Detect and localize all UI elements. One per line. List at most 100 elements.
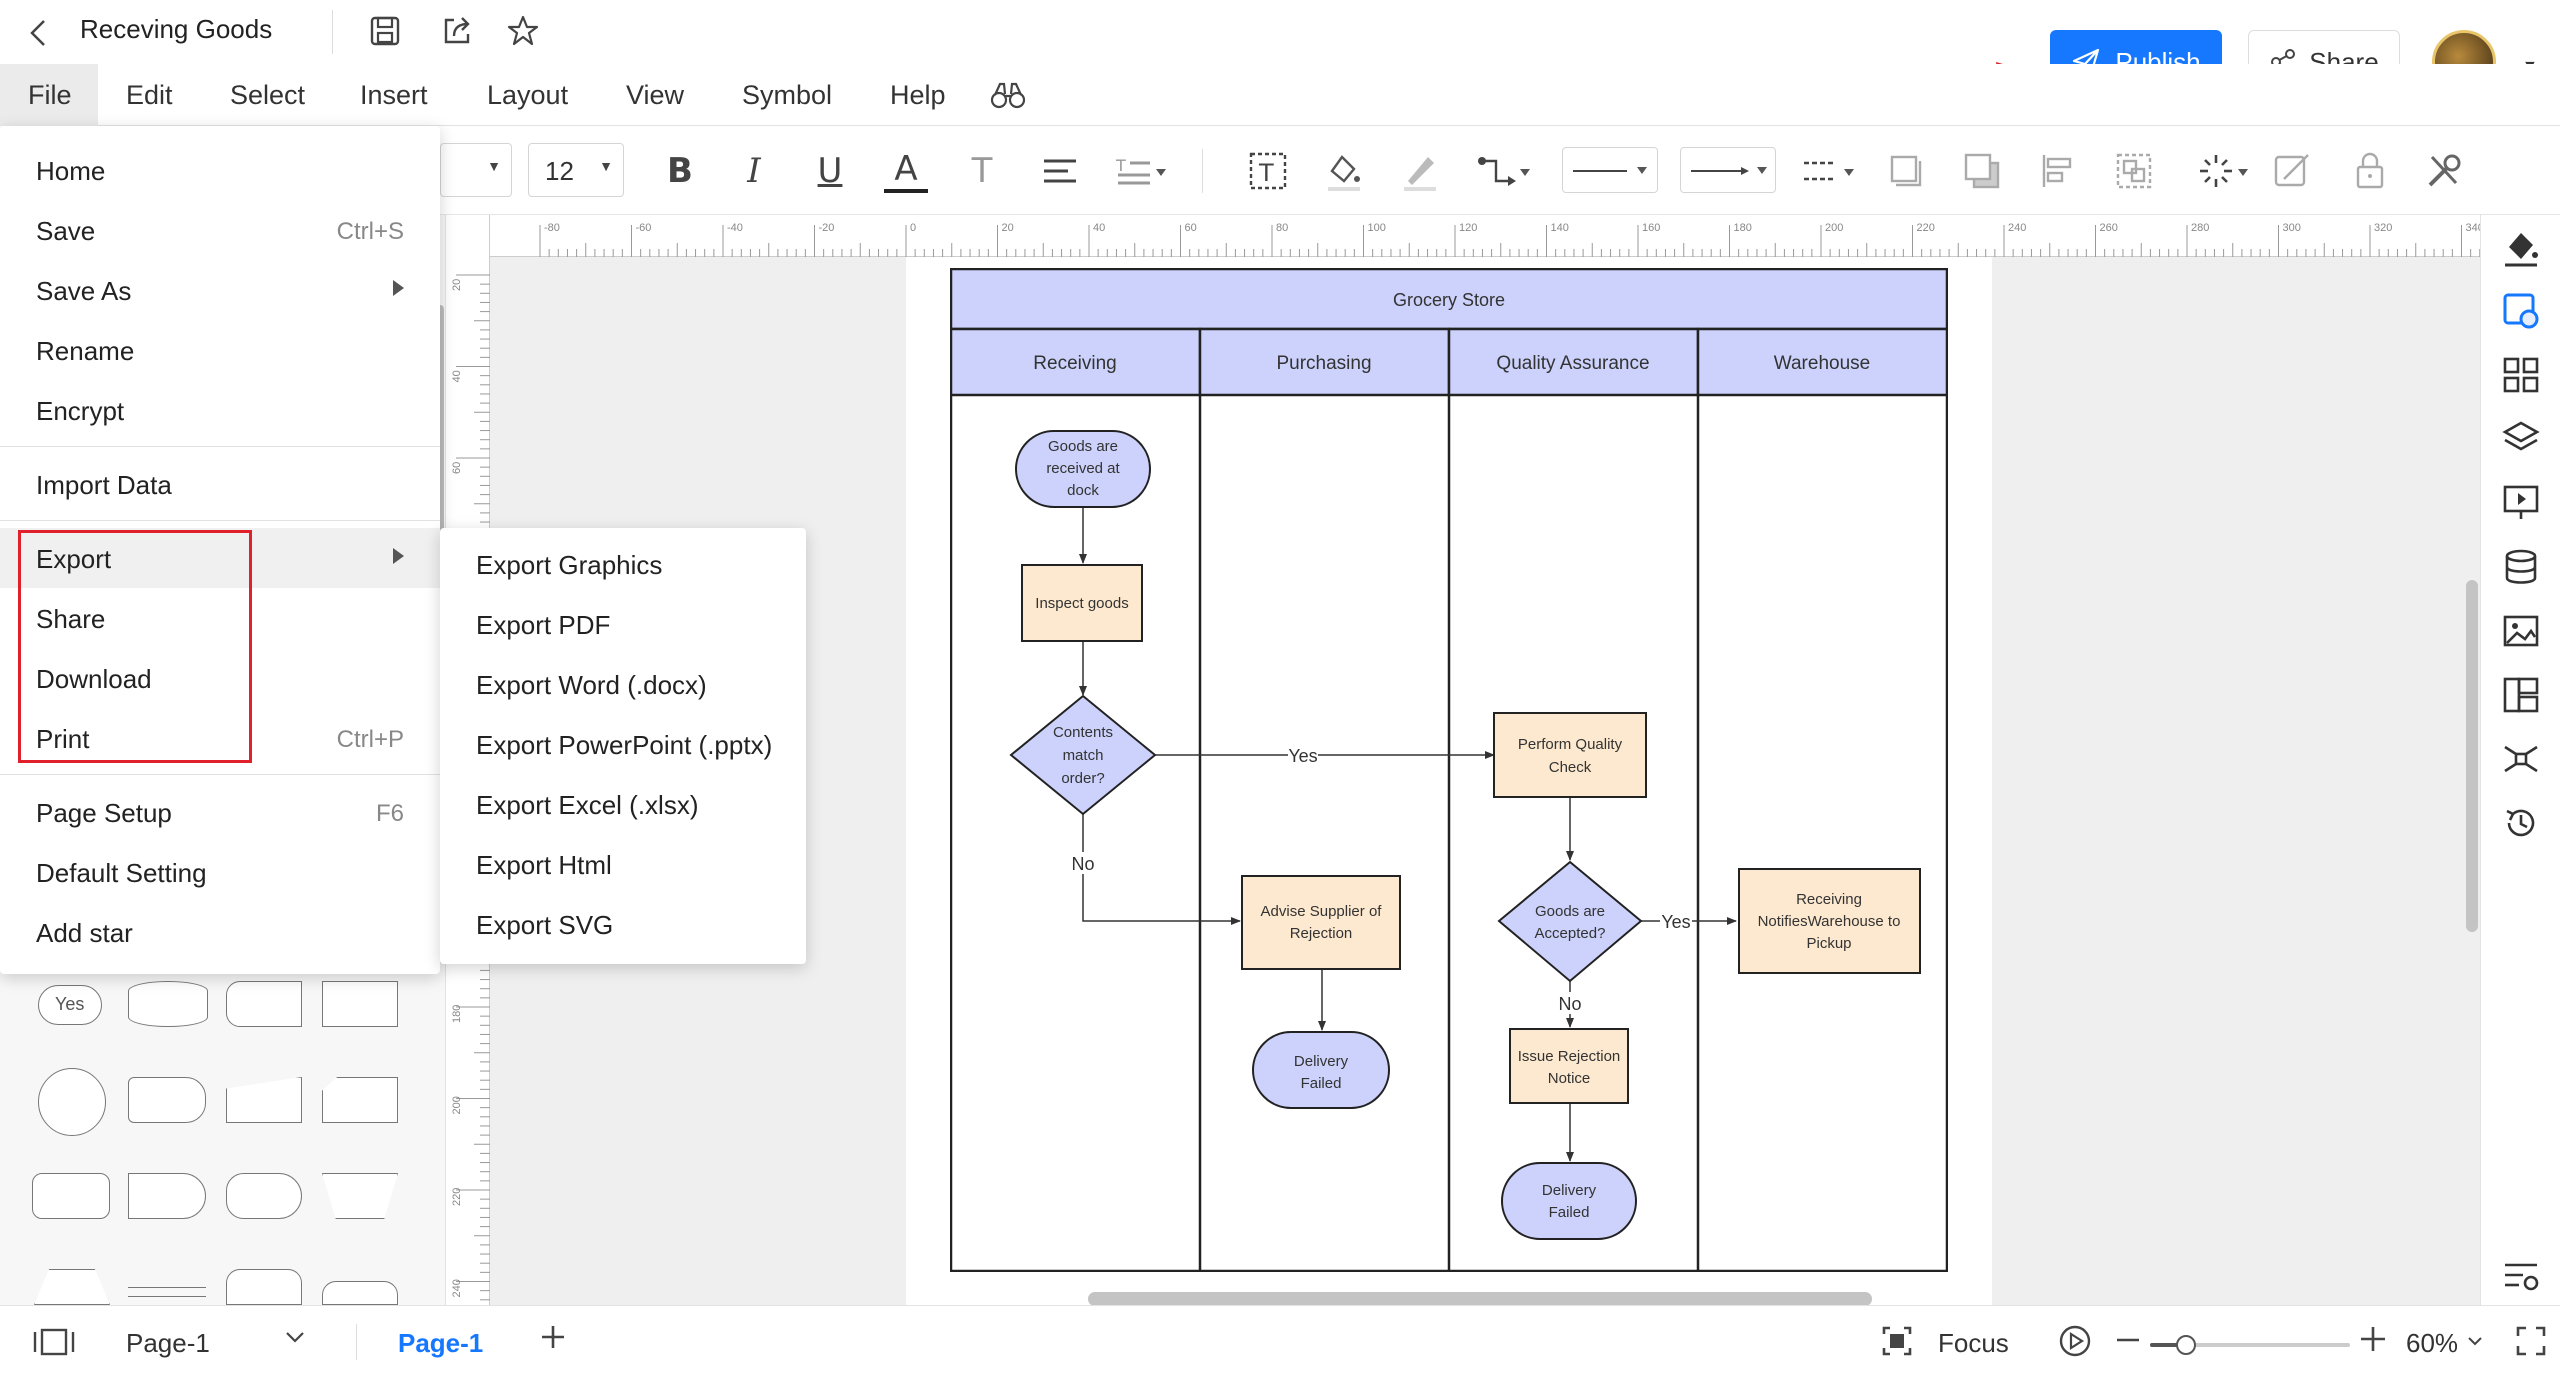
zoom-in-icon[interactable]	[2358, 1324, 2388, 1354]
share-export-icon[interactable]	[440, 14, 474, 48]
shape-manual-input[interactable]	[226, 1077, 302, 1123]
send-back-icon[interactable]	[1960, 149, 2004, 193]
export-powerpoint[interactable]: Export PowerPoint (.pptx)	[440, 714, 806, 774]
node-inspect-goods[interactable]	[1021, 564, 1143, 642]
lane-header-warehouse[interactable]	[1696, 327, 1948, 397]
italic-icon[interactable]: I	[747, 151, 761, 191]
node-receiving-notifies[interactable]	[1738, 868, 1921, 974]
shape-cylinder[interactable]	[128, 981, 208, 1027]
font-size-select[interactable]: 12 ▼	[528, 143, 624, 197]
tab-page-1[interactable]: Page-1	[398, 1328, 484, 1358]
shape-parallel[interactable]	[128, 1287, 206, 1297]
file-menu-export[interactable]: Export	[0, 528, 440, 588]
play-icon[interactable]	[2058, 1324, 2092, 1358]
add-page-icon[interactable]	[538, 1322, 568, 1352]
chevron-down-icon[interactable]	[2466, 1332, 2484, 1350]
node-delivery-failed-1[interactable]	[1252, 1031, 1390, 1109]
node-issue-rejection[interactable]	[1509, 1028, 1629, 1104]
shape-delay[interactable]	[128, 1173, 206, 1219]
file-menu-save-as[interactable]: Save As	[0, 260, 440, 320]
fill-style-icon[interactable]	[2501, 227, 2541, 267]
shape-display[interactable]	[226, 1173, 302, 1219]
lane-header-purchasing[interactable]	[1198, 327, 1451, 397]
file-menu-page-setup[interactable]: Page Setup F6	[0, 782, 440, 842]
line-jump-icon[interactable]	[1800, 149, 1860, 193]
tools-icon[interactable]	[2422, 149, 2466, 193]
menu-symbol[interactable]: Symbol	[742, 80, 833, 110]
menu-help[interactable]: Help	[890, 80, 946, 110]
export-pdf[interactable]: Export PDF	[440, 594, 806, 654]
export-svg[interactable]: Export SVG	[440, 894, 806, 954]
text-style-icon[interactable]: T	[971, 151, 993, 191]
file-menu-save[interactable]: Save Ctrl+S	[0, 200, 440, 260]
file-menu-encrypt[interactable]: Encrypt	[0, 380, 440, 440]
grid-icon[interactable]	[2501, 355, 2541, 395]
fill-bucket-icon[interactable]	[1322, 149, 1366, 193]
node-perform-quality-check[interactable]	[1493, 712, 1647, 798]
org-chart-icon[interactable]	[2501, 675, 2541, 715]
file-menu-home[interactable]: Home	[0, 140, 440, 200]
data-icon[interactable]	[2501, 547, 2541, 587]
export-graphics[interactable]: Export Graphics	[440, 534, 806, 594]
file-menu-share[interactable]: Share	[0, 588, 440, 648]
shape-loop-limit[interactable]	[226, 1269, 302, 1305]
file-menu-rename[interactable]: Rename	[0, 320, 440, 380]
page-panel-icon[interactable]	[30, 1326, 78, 1358]
file-menu-download[interactable]: Download	[0, 648, 440, 708]
back-icon[interactable]	[26, 18, 50, 48]
focus-icon[interactable]	[1880, 1324, 1914, 1358]
node-goods-received[interactable]	[1015, 430, 1151, 508]
line-style-select[interactable]	[1562, 147, 1658, 193]
menu-select[interactable]: Select	[230, 80, 306, 110]
shape-stored-data[interactable]	[226, 981, 302, 1027]
line-color-icon[interactable]	[1398, 149, 1442, 193]
zoom-out-icon[interactable]	[2114, 1326, 2142, 1354]
zoom-slider-track[interactable]	[2150, 1343, 2350, 1347]
underline-icon[interactable]: U	[817, 151, 843, 191]
panel-scrollbar[interactable]	[436, 305, 444, 745]
lane-header-quality[interactable]	[1447, 327, 1700, 397]
text-box-icon[interactable]: T	[1246, 149, 1290, 193]
settings-panel-icon[interactable]	[2501, 1255, 2541, 1295]
bold-icon[interactable]: B	[667, 151, 693, 191]
shape-circle[interactable]	[38, 1068, 106, 1136]
save-icon[interactable]	[368, 14, 402, 48]
export-html[interactable]: Export Html	[440, 834, 806, 894]
node-delivery-failed-2[interactable]	[1501, 1162, 1637, 1240]
binoculars-icon[interactable]	[990, 80, 1026, 110]
magic-icon[interactable]	[2196, 149, 2256, 193]
shape-manual-operation[interactable]	[322, 1173, 398, 1219]
file-menu-default-setting[interactable]: Default Setting	[0, 842, 440, 902]
lane-header-receiving[interactable]	[950, 327, 1202, 397]
align-icon[interactable]	[1038, 149, 1082, 193]
vertical-scrollbar[interactable]	[2466, 580, 2478, 932]
node-goods-accepted[interactable]	[1497, 860, 1643, 983]
menu-insert[interactable]: Insert	[360, 80, 428, 110]
group-icon[interactable]	[2112, 149, 2156, 193]
image-icon[interactable]	[2501, 611, 2541, 651]
node-advise-supplier[interactable]	[1241, 875, 1401, 970]
page-selector[interactable]: Page-1	[126, 1328, 210, 1358]
mind-map-icon[interactable]	[2501, 739, 2541, 779]
shape-card[interactable]	[322, 1077, 398, 1123]
shape-document-wave[interactable]	[32, 1173, 110, 1219]
horizontal-scrollbar[interactable]	[1088, 1292, 1872, 1306]
shape-off-page[interactable]	[322, 1281, 398, 1305]
layers-icon[interactable]	[2501, 419, 2541, 459]
shape-internal-storage[interactable]	[322, 981, 398, 1027]
connector-icon[interactable]	[1474, 149, 1534, 193]
line-spacing-icon[interactable]: T	[1112, 149, 1172, 193]
menu-layout[interactable]: Layout	[487, 80, 569, 110]
document-title[interactable]: Receving Goods	[80, 14, 273, 44]
menu-view[interactable]: View	[626, 80, 685, 110]
star-icon[interactable]	[506, 14, 540, 48]
file-menu-add-star[interactable]: Add star	[0, 902, 440, 962]
presentation-icon[interactable]	[2501, 483, 2541, 523]
shape-terminator[interactable]: Yes	[38, 985, 102, 1025]
menu-edit[interactable]: Edit	[126, 80, 173, 110]
edit-shape-icon[interactable]	[2270, 149, 2314, 193]
font-family-select[interactable]: ▼	[440, 143, 512, 197]
focus-label[interactable]: Focus	[1938, 1328, 2009, 1358]
lock-icon[interactable]	[2348, 149, 2392, 193]
fullscreen-icon[interactable]	[2514, 1324, 2548, 1358]
